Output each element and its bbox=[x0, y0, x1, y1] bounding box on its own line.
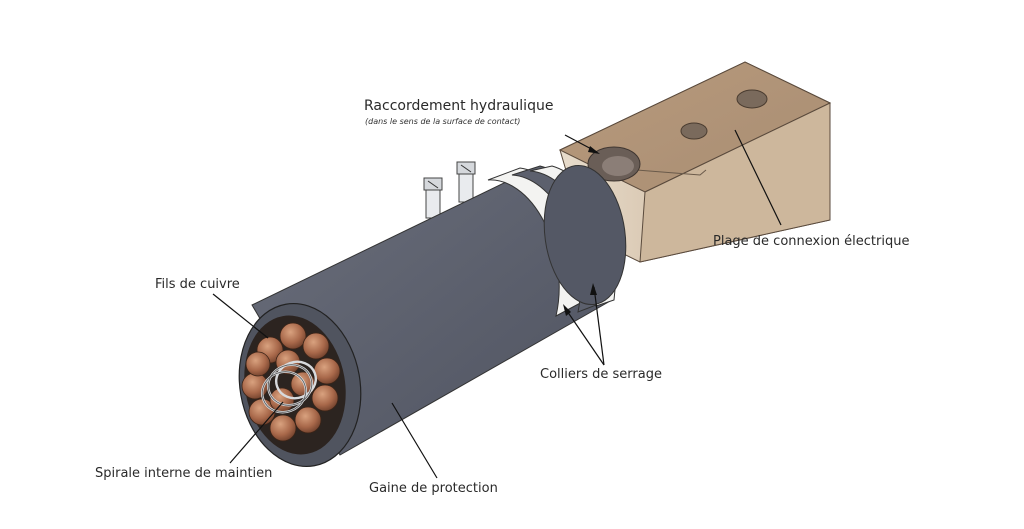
screw-fittings bbox=[423, 161, 476, 219]
label-protective-sheath: Gaine de protection bbox=[369, 481, 498, 496]
copper-wire-bundle bbox=[241, 322, 341, 442]
label-inner-spiral: Spirale interne de maintien bbox=[95, 466, 273, 481]
leader-clamp-1 bbox=[564, 307, 605, 366]
label-electrical-pad: Plage de connexion électrique bbox=[713, 234, 910, 249]
leader-copper bbox=[212, 293, 269, 339]
label-copper-wires: Fils de cuivre bbox=[155, 277, 240, 292]
bolt-hole bbox=[680, 122, 708, 140]
label-hydraulic-note: (dans le sens de la surface de contact) bbox=[365, 117, 521, 126]
label-clamps: Colliers de serrage bbox=[540, 367, 662, 382]
hydraulic-port-inner bbox=[602, 156, 634, 176]
leader-clamp-2 bbox=[593, 286, 605, 366]
leader-electrical bbox=[734, 129, 782, 226]
label-hydraulic-connection: Raccordement hydraulique bbox=[364, 98, 554, 114]
leader-spiral bbox=[229, 401, 284, 464]
leader-sheath bbox=[391, 402, 438, 479]
leader-lines bbox=[212, 129, 782, 479]
electrical-terminal-pad bbox=[558, 61, 832, 263]
bolt-hole bbox=[736, 89, 768, 109]
